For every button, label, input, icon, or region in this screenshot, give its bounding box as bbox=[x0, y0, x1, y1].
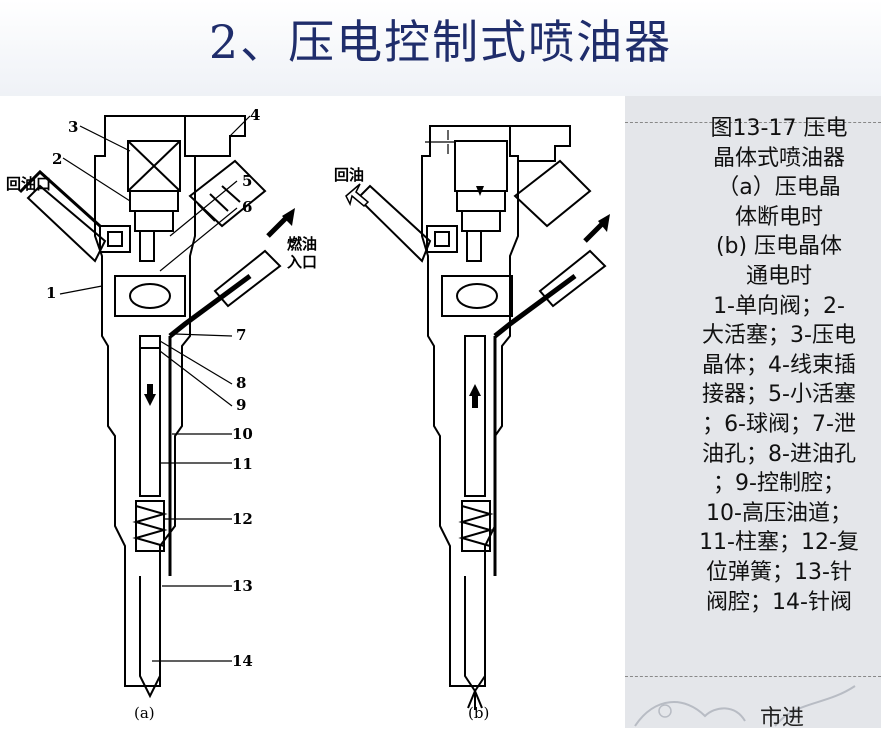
caption-line: ；6-球阀；7-泄 bbox=[702, 411, 856, 437]
label-1: 1 bbox=[46, 284, 57, 302]
caption-line: 阀腔；14-针阀 bbox=[706, 589, 852, 615]
caption-line: 体断电时 bbox=[734, 204, 823, 230]
label-10: 10 bbox=[232, 425, 253, 443]
label-13: 13 bbox=[232, 577, 253, 595]
caption-line: 11-柱塞；12-复 bbox=[699, 530, 859, 556]
caption-line: 油孔；8-进油孔 bbox=[702, 441, 856, 467]
label-8: 8 bbox=[236, 374, 247, 392]
caption-line: 10-高压油道； bbox=[706, 500, 852, 526]
label-4: 4 bbox=[250, 106, 261, 124]
caption-line: 晶体式喷油器 bbox=[712, 145, 845, 171]
return-port-label-a: 回油口 bbox=[6, 175, 52, 193]
caption-divider-bottom bbox=[625, 676, 881, 677]
caption-line: 大活塞；3-压电 bbox=[702, 323, 856, 349]
label-14: 14 bbox=[232, 652, 253, 670]
caption-line: 图13-17 压电 bbox=[710, 116, 848, 141]
label-7: 7 bbox=[236, 326, 247, 344]
label-6: 6 bbox=[242, 198, 253, 216]
label-5: 5 bbox=[242, 172, 253, 190]
caption-line: ；9-控制腔； bbox=[713, 471, 845, 497]
return-label-b: 回油 bbox=[334, 166, 365, 184]
label-3: 3 bbox=[68, 118, 79, 136]
dragon-ornament bbox=[634, 685, 856, 727]
label-11: 11 bbox=[232, 455, 253, 473]
caption-line: （a）压电晶 bbox=[717, 175, 841, 201]
caption-line: 晶体；4-线束插 bbox=[702, 352, 856, 378]
caption-panel bbox=[625, 96, 881, 728]
label-12: 12 bbox=[232, 510, 253, 528]
title-band bbox=[0, 0, 881, 100]
caption-line: 接器；5-小活塞 bbox=[702, 382, 856, 408]
label-2: 2 bbox=[52, 150, 63, 168]
inlet-label-line1: 燃油 bbox=[287, 235, 318, 253]
caption-line: (b) 压电晶体 bbox=[715, 234, 843, 260]
label-9: 9 bbox=[236, 396, 247, 414]
caption-line: 通电时 bbox=[745, 263, 812, 289]
inlet-label-line2: 入口 bbox=[287, 253, 318, 271]
caption-divider-top bbox=[625, 122, 881, 123]
subfigure-label-b: (b) bbox=[468, 704, 490, 722]
figure-caption: 图13-17 压电 晶体式喷油器 （a）压电晶 体断电时 (b) 压电晶体 通电… bbox=[681, 114, 877, 617]
slide-title: 2、压电控制式喷油器 bbox=[208, 15, 673, 69]
caption-line: 1-单向阀；2- bbox=[713, 293, 845, 319]
injector-diagram-b bbox=[345, 125, 610, 710]
injector-diagram-a bbox=[18, 115, 295, 699]
footer-fragment: 市进 bbox=[760, 706, 805, 731]
subfigure-label-a: (a) bbox=[134, 704, 155, 722]
caption-line: 位弹簧；13-针 bbox=[706, 559, 852, 585]
